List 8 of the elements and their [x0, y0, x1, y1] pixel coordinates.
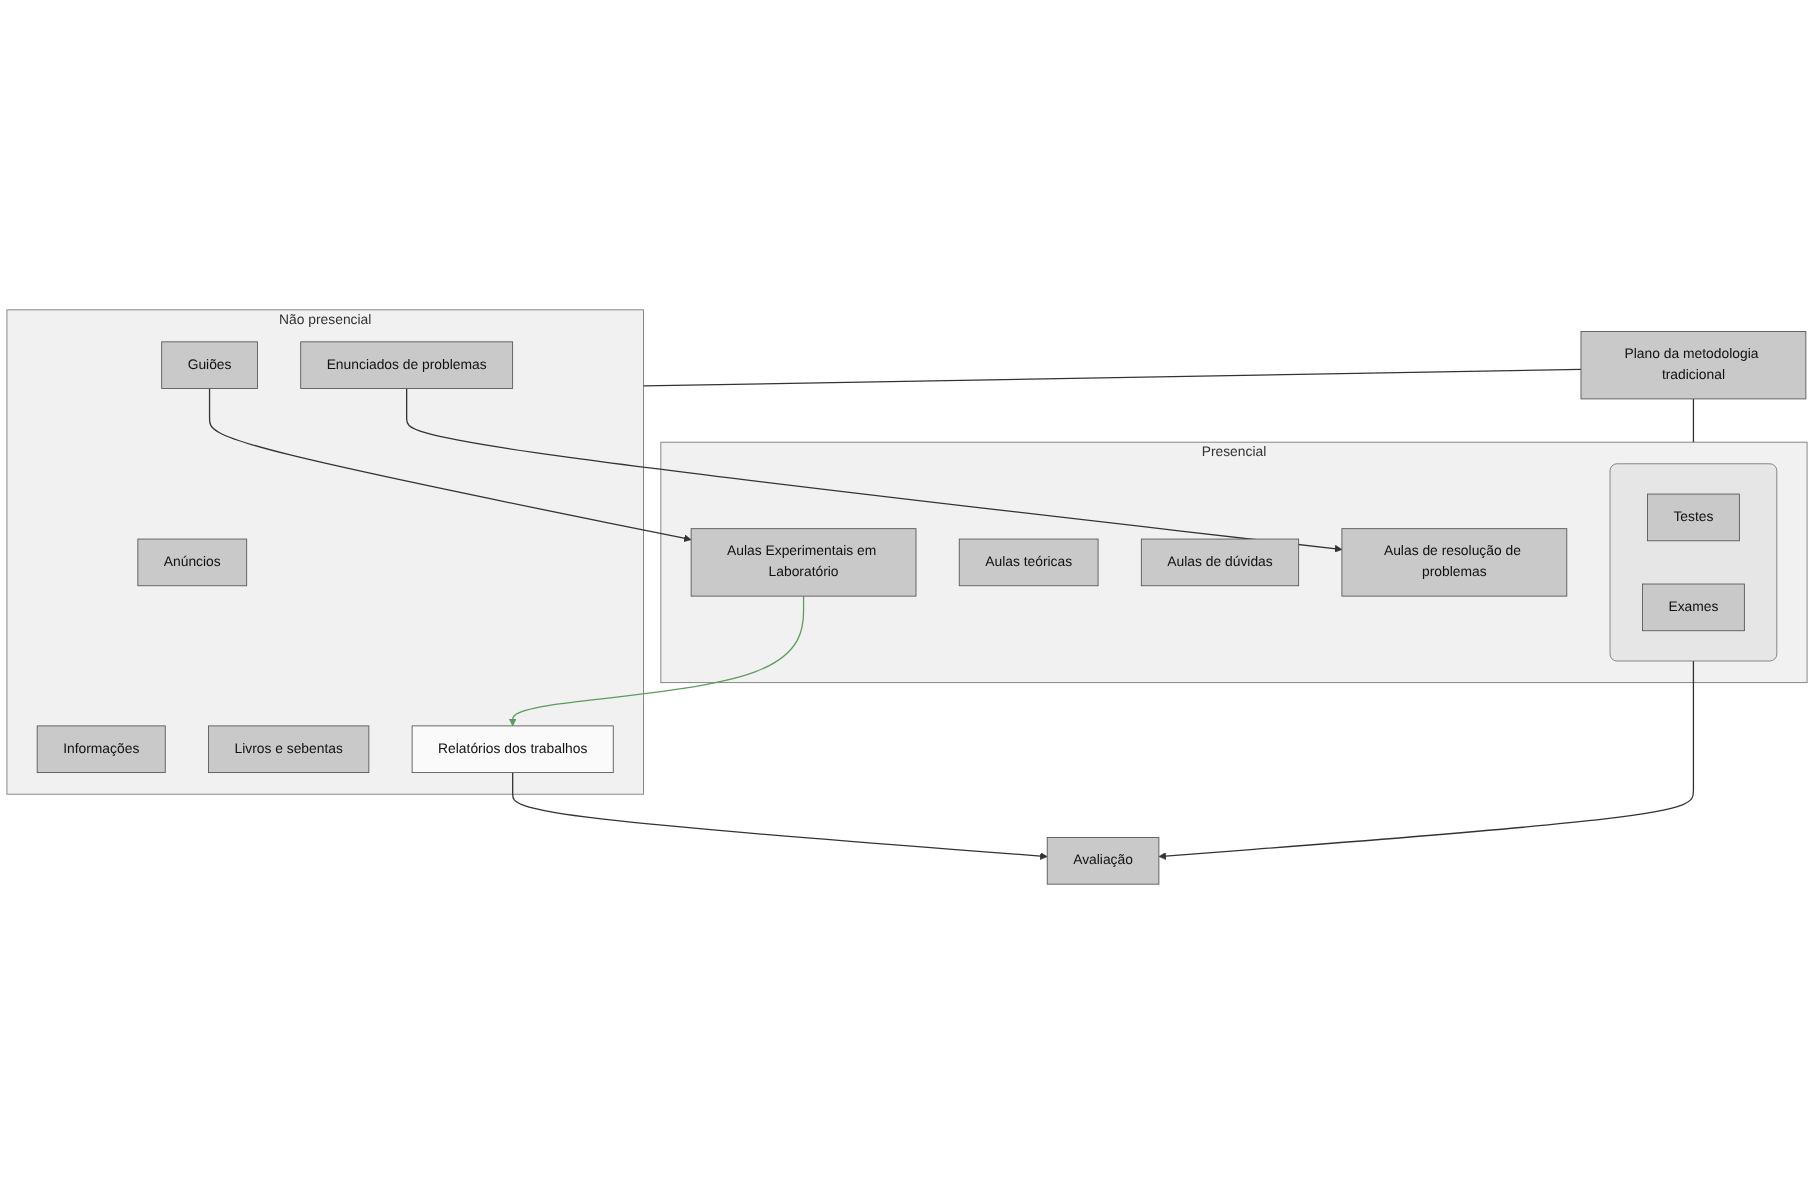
cluster	[1609, 463, 1778, 662]
arrow	[512, 771, 1048, 860]
arrow	[1158, 660, 1695, 860]
arrow	[406, 387, 1343, 553]
connector	[1692, 398, 1695, 443]
arrow	[508, 595, 805, 727]
connector	[642, 368, 1582, 387]
arrow	[208, 387, 692, 542]
